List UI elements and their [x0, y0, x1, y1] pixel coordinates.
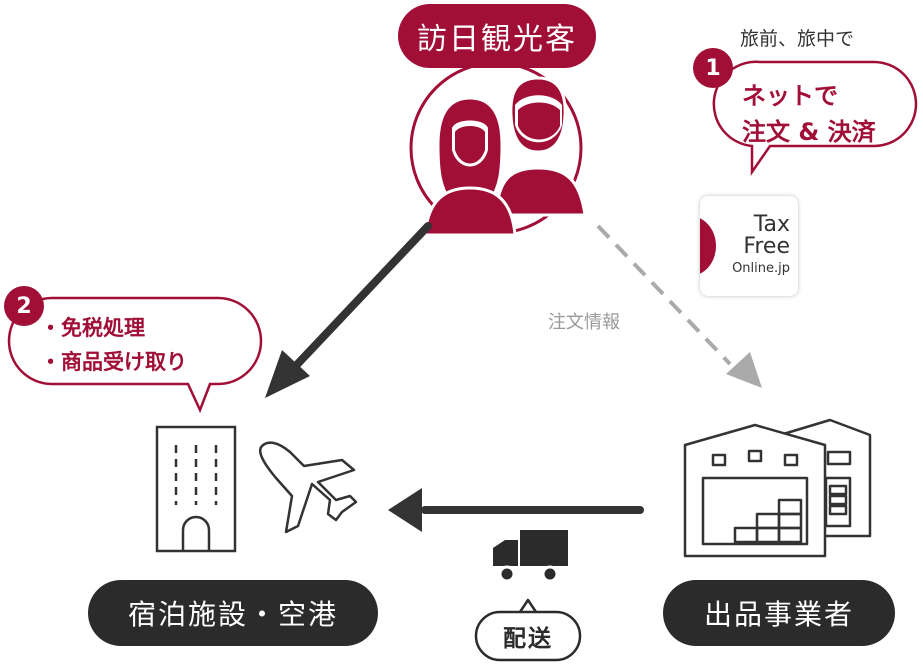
seller-label: 出品事業者 [663, 580, 895, 646]
bubble-online-caption: 旅前、旅中で [740, 28, 855, 50]
bubble-online-number: 1 [693, 48, 733, 88]
hotel-building-icon [155, 425, 237, 553]
bubble-tax-line1: ・免税処理 [40, 316, 145, 340]
arrow-order-info [596, 224, 762, 388]
bubble-tax-number: 2 [4, 286, 44, 326]
seller-label-text: 出品事業者 [703, 598, 854, 631]
delivery-bubble-shape [474, 598, 582, 662]
order-info-label: 注文情報 [548, 312, 620, 333]
visitor-label: 訪日観光客 [398, 4, 596, 68]
logo-text-online: Online.jp [732, 261, 790, 276]
logo-red-arc [700, 216, 716, 276]
hotel-airport-label: 宿泊施設・空港 [88, 580, 378, 646]
bubble-online-line2: 注文 & 決済 [742, 118, 876, 146]
hotel-airport-label-text: 宿泊施設・空港 [127, 598, 338, 631]
taxfree-online-logo: Tax Free Online.jp [700, 196, 798, 296]
arrow-visitor-to-hotel [265, 222, 432, 398]
logo-text-free: Free [743, 234, 790, 259]
logo-text-tax: Tax [753, 212, 790, 237]
bubble-online-line1: ネットで [742, 82, 838, 110]
truck-icon [493, 530, 568, 583]
airplane-icon [259, 441, 358, 534]
arrow-delivery [388, 488, 644, 532]
visitor-label-text: 訪日観光客 [417, 22, 577, 57]
bubble-tax-line2: ・商品受け取り [40, 350, 187, 374]
warehouse-icon [683, 418, 872, 558]
tourists-icon [409, 61, 587, 237]
delivery-label: 配送 [503, 626, 553, 652]
